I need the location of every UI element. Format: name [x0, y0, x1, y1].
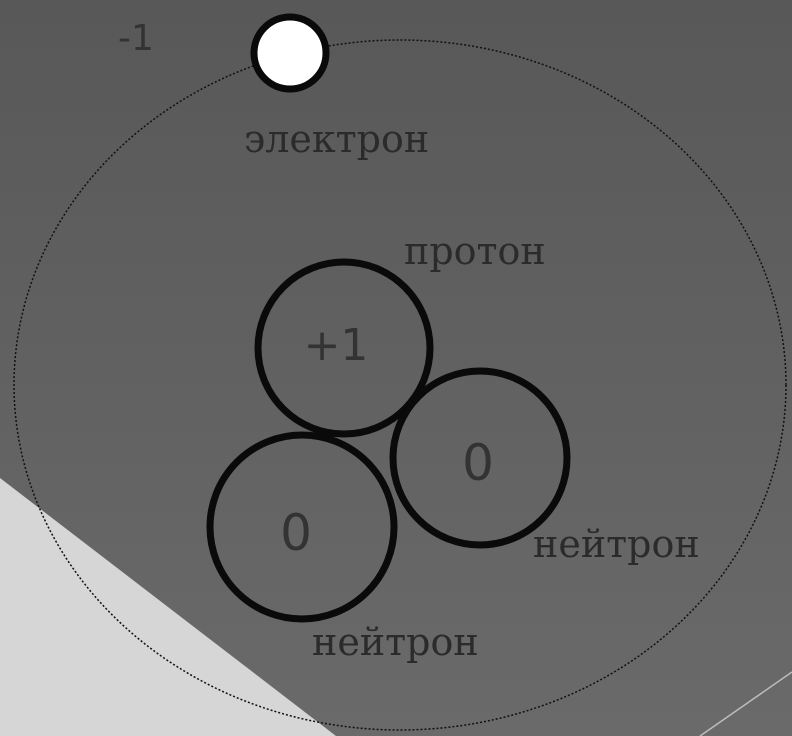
proton-label: протон: [404, 229, 546, 273]
proton-charge: +1: [304, 320, 369, 371]
electron: [254, 17, 326, 89]
neutron-right-label: нейтрон: [533, 522, 700, 566]
neutron-left-label: нейтрон: [312, 620, 479, 664]
neutron-right-charge: 0: [462, 434, 494, 492]
electron-label: электрон: [244, 117, 429, 161]
corner-line: [700, 672, 792, 736]
neutron-left-charge: 0: [280, 504, 312, 562]
electron-charge: -1: [118, 18, 154, 59]
